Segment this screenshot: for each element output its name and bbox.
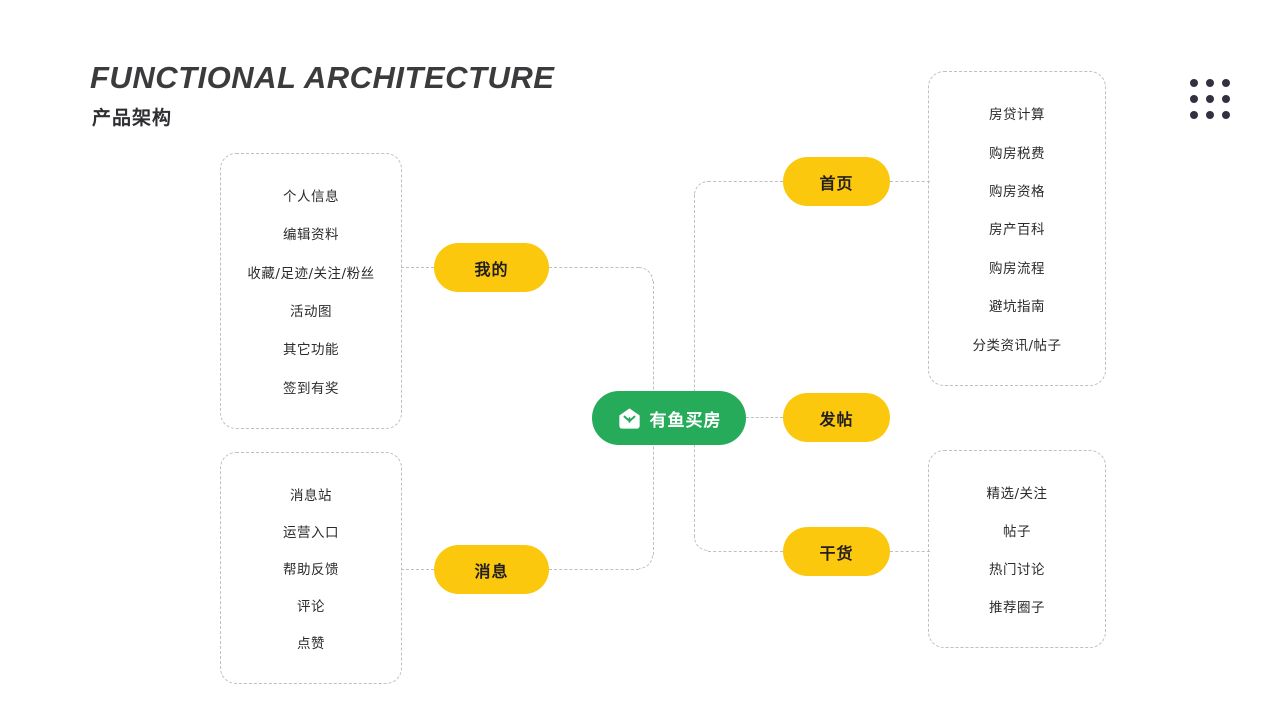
grid-dot — [1222, 95, 1230, 103]
leaf-item: 推荐圈子 — [989, 600, 1045, 616]
dot-grid-icon — [1186, 75, 1234, 123]
leaf-item: 购房流程 — [989, 260, 1045, 277]
leaf-item: 个人信息 — [283, 189, 339, 206]
node-label: 我的 — [474, 259, 509, 279]
leaf-item: 分类资讯/帖子 — [972, 337, 1062, 354]
leaf-item: 签到有奖 — [283, 380, 339, 397]
leaf-item: 避坑指南 — [989, 299, 1045, 316]
node-label: 发帖 — [819, 409, 854, 429]
grid-dot — [1222, 79, 1230, 87]
grid-dot — [1190, 111, 1198, 119]
leaf-item: 帖子 — [1003, 524, 1031, 540]
connector-center-to-post — [746, 417, 783, 418]
grid-dot — [1206, 79, 1214, 87]
page-title-english: FUNCTIONAL ARCHITECTURE — [90, 60, 555, 95]
leaf-box-content: 精选/关注 帖子 热门讨论 推荐圈子 — [928, 450, 1106, 648]
house-envelope-logo-icon — [617, 406, 642, 431]
grid-dot — [1190, 95, 1198, 103]
grid-dot — [1222, 111, 1230, 119]
node-label: 消息 — [474, 561, 509, 581]
grid-dot — [1206, 95, 1214, 103]
node-mine[interactable]: 我的 — [434, 243, 549, 292]
connector-trunk-to-home — [708, 181, 783, 182]
connector-mine-to-trunk — [549, 267, 639, 268]
leaf-item: 其它功能 — [283, 342, 339, 359]
leaf-item: 点赞 — [297, 636, 325, 653]
node-post[interactable]: 发帖 — [783, 393, 890, 442]
node-label: 有鱼买房 — [649, 410, 722, 431]
connector-messages-box-to-pill — [401, 569, 434, 570]
node-center-brand[interactable]: 有鱼买房 — [592, 391, 746, 445]
leaf-box-mine: 个人信息 编辑资料 收藏/足迹/关注/粉丝 活动图 其它功能 签到有奖 — [220, 153, 402, 429]
leaf-item: 精选/关注 — [986, 486, 1048, 502]
leaf-item: 帮助反馈 — [283, 561, 339, 578]
grid-dot — [1190, 79, 1198, 87]
connector-elbow-left-bottom — [639, 555, 653, 569]
connector-elbow-right-bottom — [694, 537, 708, 551]
connector-trunk-to-content — [708, 551, 783, 552]
leaf-item: 房贷计算 — [989, 107, 1045, 124]
leaf-item: 热门讨论 — [989, 562, 1045, 578]
leaf-box-home: 房贷计算 购房税费 购房资格 房产百科 购房流程 避坑指南 分类资讯/帖子 — [928, 71, 1106, 386]
page-title-chinese: 产品架构 — [92, 107, 173, 129]
leaf-item: 评论 — [297, 599, 325, 616]
node-home[interactable]: 首页 — [783, 157, 890, 206]
node-label: 干货 — [819, 543, 854, 563]
leaf-item: 消息站 — [290, 487, 332, 504]
leaf-item: 编辑资料 — [283, 227, 339, 244]
leaf-item: 活动图 — [290, 304, 332, 321]
leaf-item: 购房税费 — [989, 145, 1045, 162]
grid-dot — [1206, 111, 1214, 119]
connector-right-trunk — [694, 195, 695, 537]
connector-elbow-left-top — [639, 267, 653, 281]
leaf-item: 房产百科 — [989, 222, 1045, 239]
connector-elbow-right-top — [694, 181, 708, 195]
node-messages[interactable]: 消息 — [434, 545, 549, 594]
leaf-item: 运营入口 — [283, 524, 339, 541]
connector-content-to-box — [890, 551, 930, 552]
connector-home-to-box — [890, 181, 930, 182]
connector-mine-box-to-pill — [401, 267, 434, 268]
node-content[interactable]: 干货 — [783, 527, 890, 576]
connector-messages-to-trunk — [549, 569, 639, 570]
node-label: 首页 — [819, 173, 854, 193]
leaf-item: 收藏/足迹/关注/粉丝 — [247, 265, 375, 282]
leaf-box-messages: 消息站 运营入口 帮助反馈 评论 点赞 — [220, 452, 402, 684]
leaf-item: 购房资格 — [989, 184, 1045, 201]
